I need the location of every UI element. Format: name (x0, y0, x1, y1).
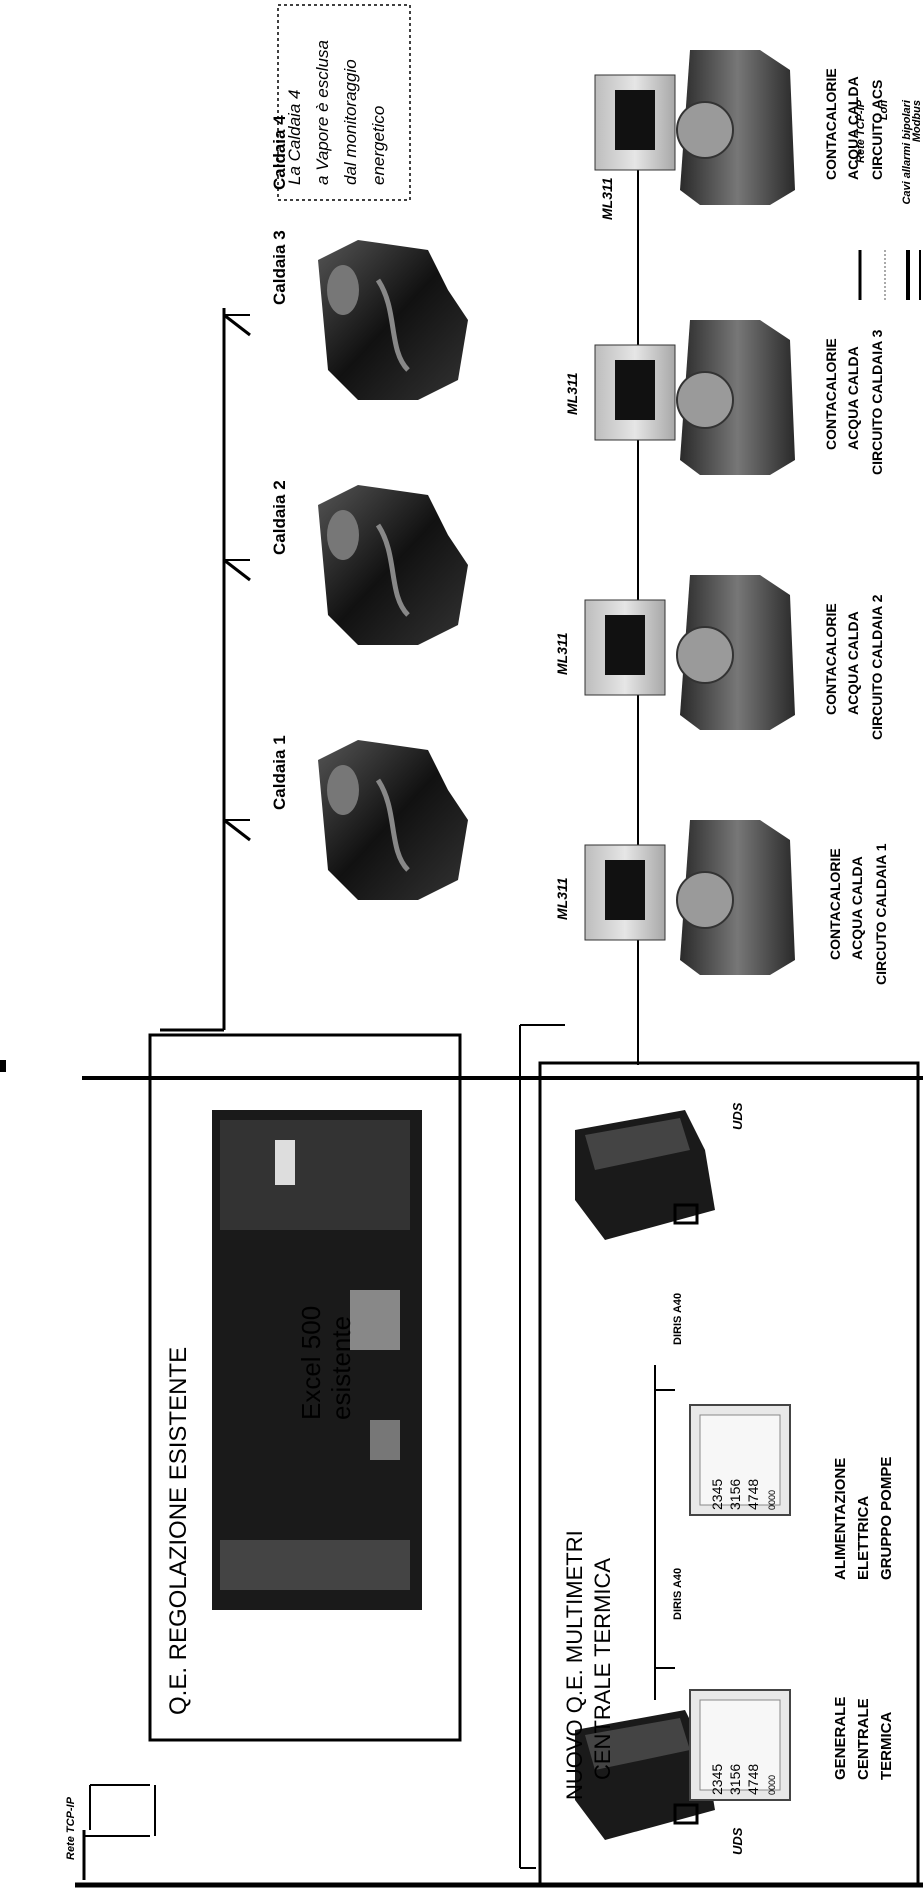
new-panel-title-line2: CENTRALE TERMICA (590, 1558, 615, 1780)
heat-meter-3-module: ML311 (564, 372, 580, 415)
excel-device-line1: Excel 500 (296, 1306, 326, 1420)
boiler4-note-line4: energetico (369, 106, 388, 185)
heat-meter-3-desc-3: CIRCUITO CALDAIA 3 (869, 329, 885, 475)
existing-panel-title: Q.E. REGOLAZIONE ESISTENTE (165, 1347, 192, 1715)
multimeter-2-desc-3: GRUPPO POMPE (878, 1457, 895, 1580)
legend-label-modbus: Modbus (911, 100, 923, 142)
boiler4-note (277, 4, 411, 201)
heat-meter-2-desc-2: ACQUA CALDA (845, 611, 861, 715)
heat-meter-3 (594, 320, 795, 475)
multimeter-1-desc-2: CENTRALE (855, 1698, 872, 1780)
existing-panel (148, 1033, 462, 1742)
heat-meter-group (584, 50, 795, 975)
boiler-1-burner (318, 740, 468, 900)
multimeter-1-display-3: 4748 (745, 1764, 761, 1795)
legend (858, 250, 921, 300)
heat-meter-2-module: ML311 (554, 632, 570, 675)
multimeter-1-display-4: 0000 (767, 1775, 777, 1795)
multimeter-2-display-4: 0000 (767, 1490, 777, 1510)
multimeter-2-display-1: 2345 (709, 1479, 725, 1510)
legend-label-alarm: Cavi allarmi bipolari (901, 99, 913, 204)
uds-device-bottom (575, 1710, 715, 1840)
multimeter-1-display-2: 3156 (727, 1764, 743, 1795)
uds-label-bottom: UDS (730, 1827, 745, 1855)
new-panel (538, 1061, 920, 1888)
heat-meter-1 (584, 820, 795, 975)
boiler-3-label: Caldaia 3 (270, 230, 289, 305)
multimeter-2-desc-2: ELETTRICA (855, 1496, 872, 1580)
boiler-2-burner (318, 485, 468, 645)
heat-meter-2 (584, 575, 795, 730)
uds-device-top (575, 1110, 715, 1240)
boiler-3-burner (318, 240, 468, 400)
heat-meter-2-desc-1: CONTACALORIE (823, 603, 839, 715)
multimeter-1-desc-1: GENERALE (832, 1697, 849, 1780)
heat-meter-2-desc-3: CIRCUITO CALDAIA 2 (869, 594, 885, 740)
legend-label-tcp: Rete TCP-IP (855, 99, 867, 163)
boiler4-note-line3: dal monitoraggio (341, 59, 360, 185)
multimeter-1-display-1: 2345 (709, 1764, 725, 1795)
heat-meter-1-desc-3: CIRCUTO CALDAIA 1 (873, 843, 889, 985)
boiler4-note-line2: a Vapore è esclusa (313, 40, 332, 185)
boilers (318, 240, 468, 900)
multimeter-2-display-2: 3156 (727, 1479, 743, 1510)
excel-device-line2: esistente (326, 1316, 356, 1420)
heat-meter-1-module: ML311 (554, 877, 570, 920)
heat-meter-4 (594, 50, 795, 205)
multimeter-2-model: DIRIS A40 (672, 1293, 684, 1345)
multimeter-2-display-3: 4748 (745, 1479, 761, 1510)
tcp-network-label: Rete TCP-IP (65, 1796, 77, 1860)
heat-meter-4-desc-1: CONTACALORIE (823, 68, 839, 180)
multimeter-1-model: DIRIS A40 (672, 1568, 684, 1620)
heat-meter-4-desc-2: ACQUA CALDA (845, 76, 861, 180)
boiler4-note-line1: La Caldaia 4 (285, 90, 304, 185)
multimeter-2-desc-1: ALIMENTAZIONE (832, 1458, 849, 1580)
excel500-device (212, 1110, 422, 1610)
uds-label-top: UDS (730, 1102, 745, 1130)
new-panel-title-line1: NUOVO Q.E. MULTIMETRI (562, 1530, 587, 1800)
heat-meter-1-desc-2: ACQUA CALDA (849, 856, 865, 960)
boiler-taps (223, 313, 251, 842)
heat-meter-3-desc-2: ACQUA CALDA (845, 346, 861, 450)
heat-meter-4-desc-3: CIRCUITO ACS (869, 80, 885, 180)
boiler-4-label: Caldaia 4 (270, 115, 289, 190)
heat-meter-1-desc-1: CONTACALORIE (827, 848, 843, 960)
multimeter-2 (689, 1404, 791, 1516)
legend-label-lon: Lon (878, 100, 890, 120)
multimeter-1 (689, 1689, 791, 1801)
boiler-1-label: Caldaia 1 (270, 735, 289, 810)
multimeter-1-desc-3: TERMICA (878, 1712, 895, 1780)
boiler-2-label: Caldaia 2 (270, 480, 289, 555)
heat-meter-3-desc-1: CONTACALORIE (823, 338, 839, 450)
heat-meter-4-module: ML311 (599, 177, 615, 220)
